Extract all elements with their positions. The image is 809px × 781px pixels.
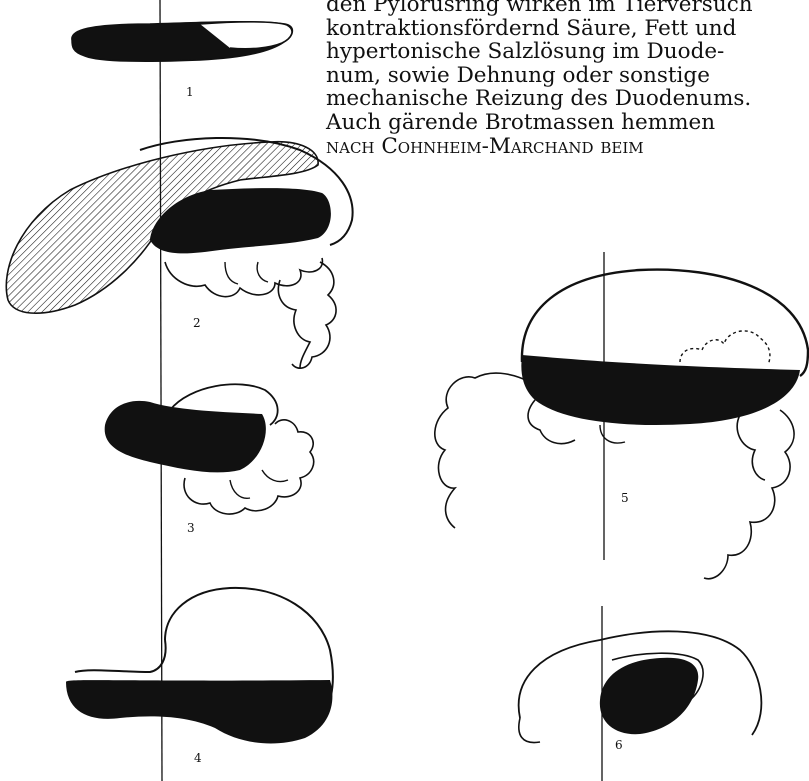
figure-label-2: 2	[193, 316, 201, 330]
figure-5-stomach	[435, 252, 808, 579]
figure-label-4: 4	[194, 751, 202, 765]
figure-label-3: 3	[187, 521, 195, 535]
figure-3-stomach	[105, 384, 314, 514]
figure-1-stomach	[72, 22, 293, 62]
figure-6-stomach	[519, 606, 762, 781]
figure-label-6: 6	[615, 738, 623, 752]
figure-label-1: 1	[186, 85, 194, 99]
figure-4-stomach	[66, 588, 333, 744]
figure-2-stomach	[6, 138, 352, 368]
figure-label-5: 5	[621, 491, 629, 505]
